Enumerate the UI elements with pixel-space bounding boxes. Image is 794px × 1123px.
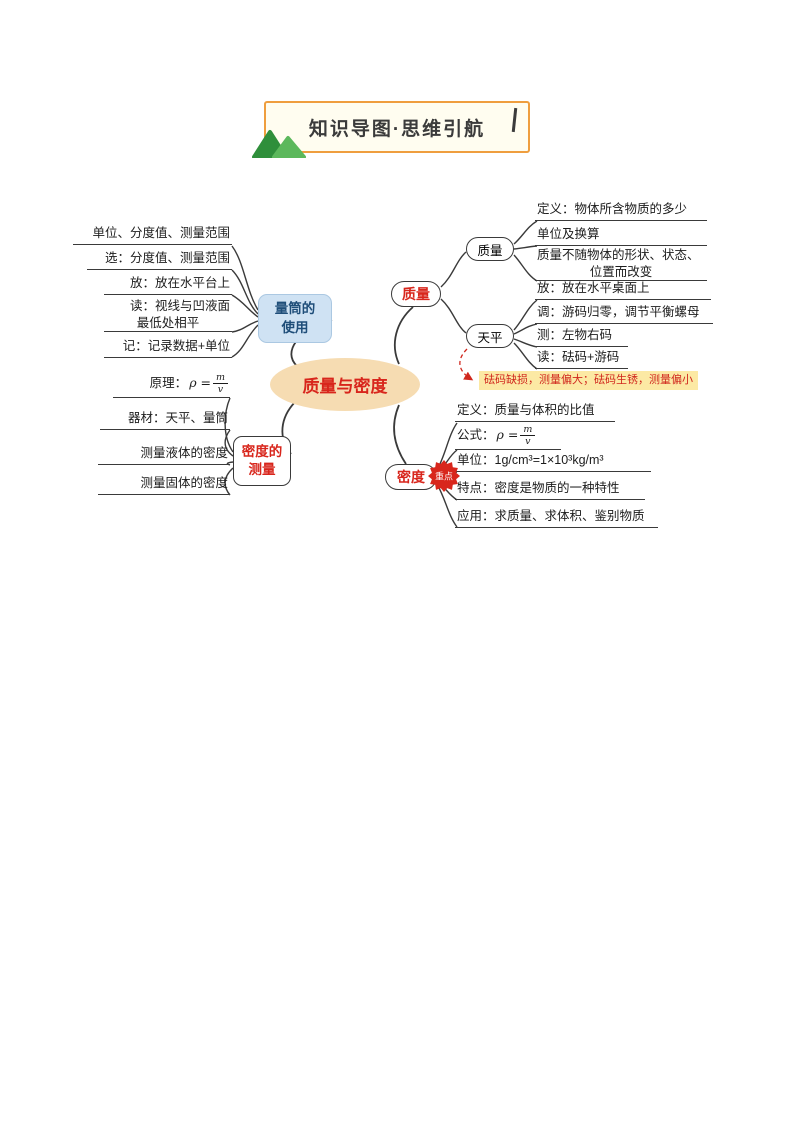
leaf-balance-adjust: 调：游码归零，调节平衡螺母 [535,304,713,324]
node-mass-sub: 质量 [466,237,514,261]
leaf-density-property: 特点：密度是物质的一种特性 [455,480,645,500]
node-mass: 质量 [391,281,441,307]
node-density-label: 密度 [397,469,425,485]
connector-balance-item2 [513,323,538,335]
leaf-density-application: 应用：求质量、求体积、鉴别物质 [455,508,658,528]
leaf-dm-solid: 测量固体的密度 [98,475,230,495]
leaf-mass-units: 单位及换算 [535,226,707,246]
key-point-badge: 重点 [428,460,460,492]
connector-center-density [393,404,407,465]
leaf-balance-measure: 测：左物右码 [535,327,628,347]
leaf-cylinder-specs: 单位、分度值、测量范围 [73,225,232,245]
node-balance-label: 天平 [477,330,503,345]
leaf-cylinder-choose: 选：分度值、测量范围 [87,250,232,270]
page-title: 知识导图·思维引航 [308,118,486,140]
connector-densitymeasure-item2 [224,429,234,457]
central-topic-label: 质量与密度 [302,377,388,396]
leaf-density-formula: 公式： ρ = m v [455,424,561,450]
connector-balance-item1 [513,299,538,331]
node-cylinder-label-line2: 使用 [281,319,309,335]
leaf-dm-liquid: 测量液体的密度 [98,445,230,465]
connector-mass-submass [440,251,467,288]
connector-cylinder-item4 [231,320,259,333]
connector-mass-balance [440,298,467,334]
leaf-cylinder-read: 读：视线与凹液面 最低处相平 [104,298,232,332]
mountain-icon [252,130,306,158]
leaf-mass-definition: 定义：物体所含物质的多少 [535,201,707,221]
leaf-density-unit: 单位：1g/cm³=1×10³kg/m³ [455,452,651,472]
connector-balance-item4 [513,342,538,370]
leaf-cylinder-record: 记：记录数据+单位 [104,338,232,358]
node-balance: 天平 [466,324,514,348]
node-mass-label: 质量 [402,286,430,302]
key-point-badge-label: 重点 [435,471,453,482]
node-cylinder-label-line1: 量筒的 [274,301,316,317]
connector-cylinder-item1 [231,245,259,311]
connector-balance-item3 [513,338,538,348]
connector-cylinder-item2 [231,269,259,315]
node-cylinder: 量筒的 使用 [258,294,332,343]
node-density-measurement: 密度的 测量 [233,436,291,486]
connector-densitymeasure-item4 [224,467,234,496]
connector-cylinder-item3 [231,294,259,318]
node-density-measurement-label-line1: 密度的 [241,443,283,459]
central-topic: 质量与密度 [270,358,420,411]
leaf-balance-place: 放：放在水平桌面上 [535,280,711,300]
fraction-m-over-v: m v [212,372,228,395]
leaf-mass-invariance: 质量不随物体的形状、状态、 位置而改变 [535,247,707,281]
leaf-cylinder-place: 放：放在水平台上 [104,275,232,295]
node-density-measurement-label-line2: 测量 [248,462,276,477]
connector-center-mass [393,306,414,365]
connector-densitymeasure-item1 [224,397,234,453]
connector-submass-item3 [513,254,538,282]
balance-warning-note: 砝码缺损，测量偏大；砝码生锈，测量偏小 [479,371,698,390]
leaf-balance-read: 读：砝码+游码 [535,349,628,369]
connector-submass-item1 [513,220,538,245]
connector-submass-item2 [513,245,538,250]
leaf-dm-equipment: 器材：天平、量筒 [100,410,230,430]
leaf-dm-principle: 原理： ρ = m v [113,372,230,398]
node-mass-sub-label: 质量 [477,243,503,258]
leaf-density-definition: 定义：质量与体积的比值 [455,402,615,422]
title-banner: 知识导图·思维引航 [264,101,530,153]
connector-cylinder-item5 [231,324,259,358]
note-dashed-arrow [459,348,474,381]
fraction-m-over-v: m v [520,424,536,447]
